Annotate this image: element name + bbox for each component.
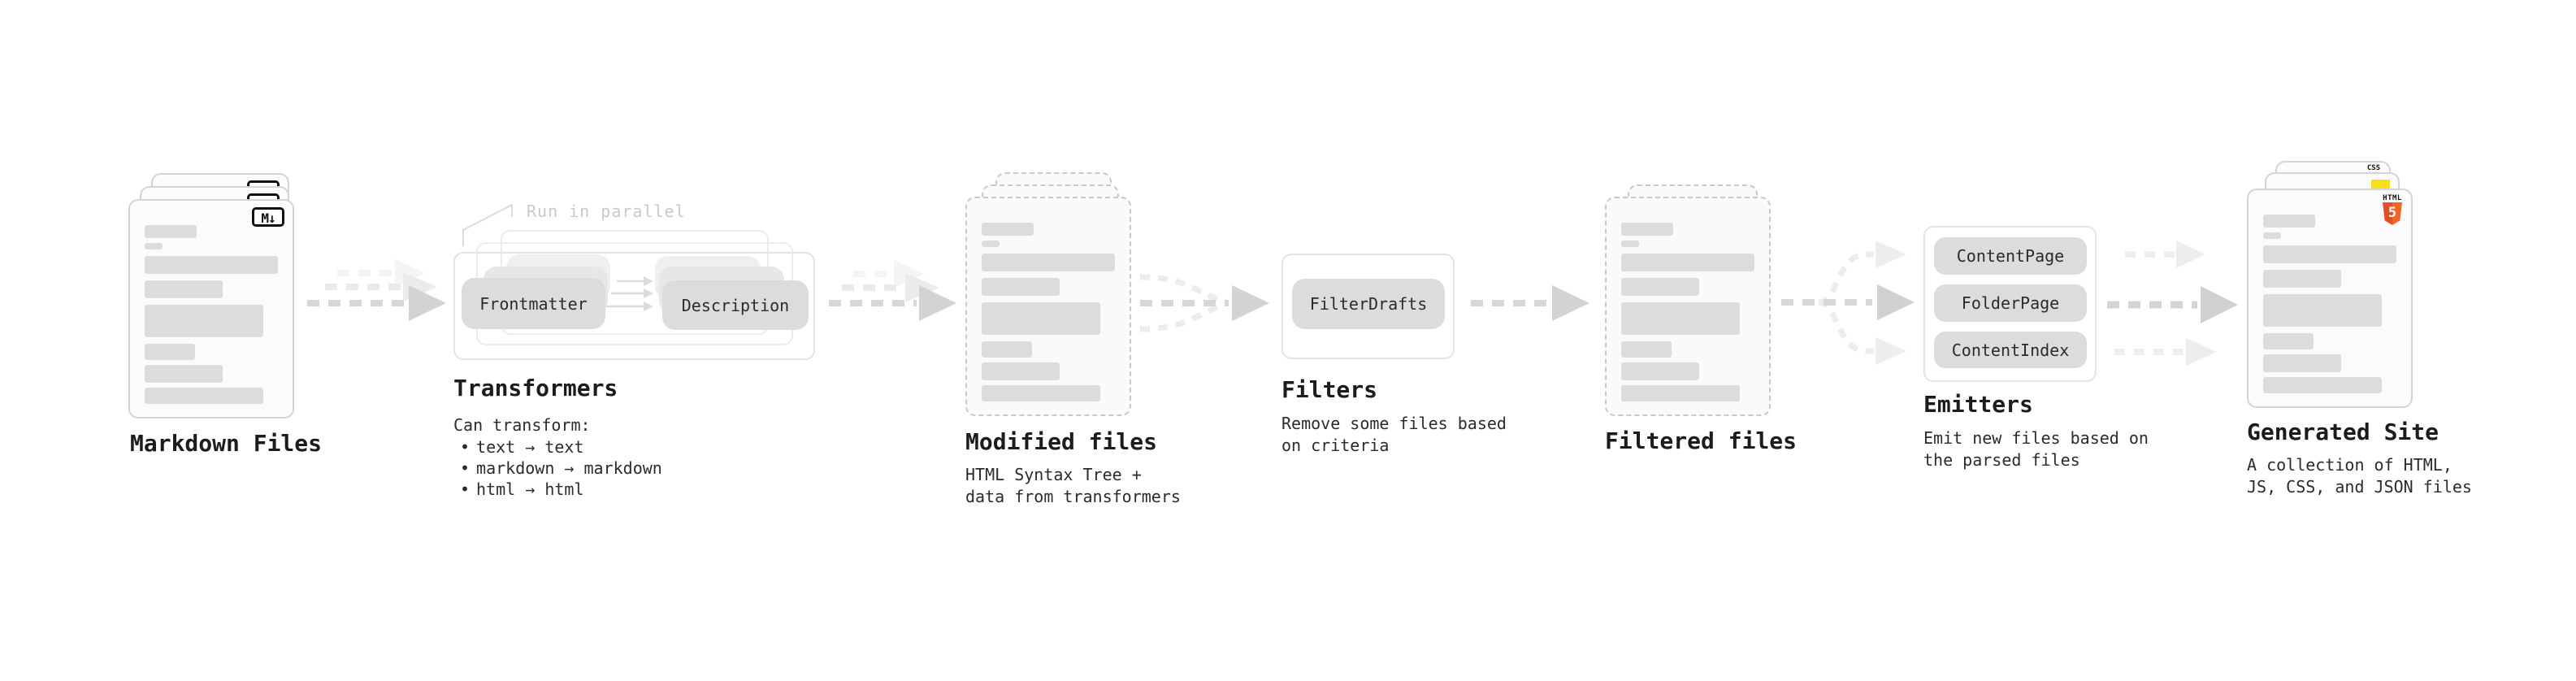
run-in-parallel-callout-line <box>462 203 513 246</box>
arrow-markdown-to-transformers <box>307 259 446 321</box>
desc-line: Remove some files based <box>1281 414 1507 433</box>
skeleton-bar <box>145 256 278 274</box>
file-skeleton <box>2249 190 2411 406</box>
bullet-text: markdown → markdown <box>476 458 662 478</box>
bullet-item: •text → text <box>460 436 662 458</box>
html5-icon: HTML 5 <box>2382 194 2403 225</box>
skeleton-bar <box>1621 385 1740 401</box>
stage-label-generated-site: Generated Site <box>2247 419 2439 445</box>
contentindex-chip: ContentIndex <box>1934 332 2087 368</box>
bullet-item: •markdown → markdown <box>460 458 662 479</box>
stage-label-emitters: Emitters <box>1923 391 2033 418</box>
arrow-emitters-to-generated <box>2107 241 2238 366</box>
folderpage-chip: FolderPage <box>1934 284 2087 322</box>
bullet-item: •html → html <box>460 479 662 500</box>
skeleton-bar <box>1621 302 1740 335</box>
skeleton-bar <box>1621 223 1673 236</box>
skeleton-bar <box>2263 377 2382 393</box>
skeleton-bar <box>1621 241 1639 247</box>
skeleton-bar <box>982 254 1115 271</box>
desc-line: data from transformers <box>965 487 1181 506</box>
arrow-filtered-to-emitters-split <box>1781 241 1915 365</box>
transformers-desc-title: Can transform: <box>453 415 591 435</box>
skeleton-bar <box>982 341 1032 358</box>
arrow-modified-to-filters-merge <box>1139 274 1269 332</box>
transformer-box-front <box>453 252 815 360</box>
arrow-filters-to-filtered <box>1471 285 1589 321</box>
skeleton-bar <box>982 223 1034 236</box>
emitters-desc: Emit new files based on the parsed files <box>1923 427 2149 471</box>
filtered-file-front <box>1605 197 1771 416</box>
generated-file-html: HTML 5 <box>2247 189 2413 408</box>
run-in-parallel-annotation: Run in parallel <box>527 202 686 221</box>
arrow-transformers-to-modified <box>829 260 956 321</box>
skeleton-bar <box>145 305 263 337</box>
desc-line: the parsed files <box>1923 450 2080 470</box>
stage-label-transformers: Transformers <box>453 375 618 401</box>
desc-line: on criteria <box>1281 436 1390 455</box>
skeleton-bar <box>145 243 163 249</box>
stage-label-filtered-files: Filtered files <box>1605 427 1798 454</box>
skeleton-bar <box>1621 254 1754 271</box>
skeleton-bar <box>982 278 1060 296</box>
transformers-bullet-list: •text → text •markdown → markdown •html … <box>460 436 662 500</box>
stage-label-markdown-files: Markdown Files <box>130 430 323 457</box>
bullet-dot: • <box>460 479 471 499</box>
markdown-icon: M↓ <box>252 207 284 227</box>
stage-label-filters: Filters <box>1281 376 1378 403</box>
skeleton-bar <box>982 302 1100 335</box>
skeleton-bar <box>2263 245 2396 263</box>
skeleton-bar <box>2263 270 2341 288</box>
skeleton-bar <box>2263 294 2382 327</box>
skeleton-bar <box>145 344 195 360</box>
frontmatter-chip: Frontmatter <box>462 278 605 329</box>
contentpage-chip: ContentPage <box>1934 237 2087 275</box>
filterdrafts-chip: FilterDrafts <box>1292 279 1445 329</box>
skeleton-bar <box>145 365 223 383</box>
bullet-text: text → text <box>476 437 584 457</box>
description-chip: Description <box>662 280 809 330</box>
file-skeleton <box>1607 198 1769 414</box>
markdown-file-front: M↓ <box>128 199 294 419</box>
bullet-dot: • <box>460 437 471 457</box>
modified-file-front <box>965 197 1131 416</box>
skeleton-bar <box>145 280 223 298</box>
desc-line: Emit new files based on <box>1923 428 2149 448</box>
file-skeleton <box>967 198 1130 414</box>
file-skeleton <box>130 201 293 417</box>
skeleton-bar <box>1621 341 1672 358</box>
skeleton-bar <box>2263 354 2341 372</box>
generated-site-desc: A collection of HTML, JS, CSS, and JSON … <box>2247 454 2472 498</box>
skeleton-bar <box>2263 232 2281 239</box>
skeleton-bar <box>145 225 197 238</box>
skeleton-bar <box>145 388 263 404</box>
skeleton-bar <box>1621 278 1699 296</box>
bullet-text: html → html <box>476 479 584 499</box>
modified-files-desc: HTML Syntax Tree + data from transformer… <box>965 464 1181 508</box>
skeleton-bar <box>982 385 1100 401</box>
skeleton-bar <box>982 241 1000 247</box>
skeleton-bar <box>982 362 1060 380</box>
stage-label-modified-files: Modified files <box>965 428 1158 455</box>
desc-line: JS, CSS, and JSON files <box>2247 477 2472 497</box>
js-icon <box>2371 180 2390 189</box>
css-icon: CSS <box>2366 164 2381 172</box>
bullet-dot: • <box>460 458 471 478</box>
arrow-frontmatter-to-description <box>605 276 653 311</box>
skeleton-bar <box>1621 362 1699 380</box>
desc-line: HTML Syntax Tree + <box>965 465 1142 484</box>
skeleton-bar <box>2263 215 2315 228</box>
desc-line: A collection of HTML, <box>2247 455 2452 475</box>
skeleton-bar <box>2263 333 2314 349</box>
filters-desc: Remove some files based on criteria <box>1281 413 1507 457</box>
